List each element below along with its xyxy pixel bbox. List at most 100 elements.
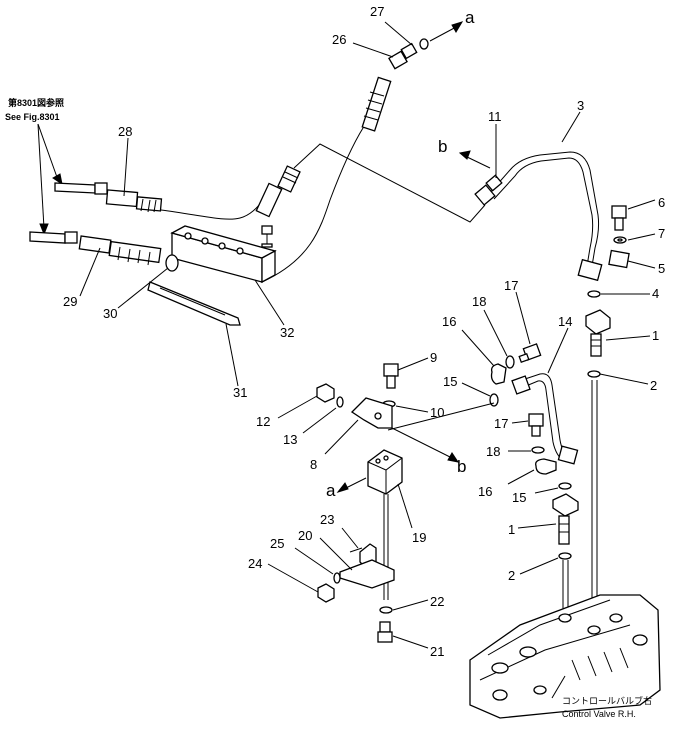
elbow-5 (608, 249, 630, 269)
valve-note-ja: コントロールバルブ右 (562, 695, 652, 706)
callout-16-lower: 16 (478, 484, 492, 499)
callout-22: 22 (430, 594, 444, 609)
leader-valve (551, 675, 566, 699)
callout-1-lower: 1 (508, 522, 515, 537)
callout-7: 7 (658, 226, 665, 241)
hose-end-fitting (255, 165, 301, 218)
leader-5 (627, 260, 656, 269)
callout-15: 15 (443, 374, 457, 389)
elbow-3-lower (577, 258, 603, 282)
leader-12 (277, 395, 318, 419)
callout-17: 17 (504, 278, 518, 293)
leader-10 (395, 405, 429, 413)
leader-6 (627, 199, 656, 210)
washer-25 (333, 572, 341, 584)
bolt-17-lower (528, 413, 544, 437)
plate-31 (147, 281, 241, 326)
leader-17 (515, 291, 531, 345)
reference-leader (37, 123, 59, 181)
arrow-a-icon (451, 21, 464, 33)
washer-22 (379, 606, 393, 614)
block-19 (367, 449, 403, 495)
bracket-32 (165, 225, 277, 284)
leader-22 (392, 599, 429, 611)
leader-14 (547, 327, 569, 374)
callout-5: 5 (658, 261, 665, 276)
washer-13 (336, 396, 344, 408)
elbow-14-upper (511, 375, 531, 395)
callout-6: 6 (658, 195, 665, 210)
leader-24 (267, 563, 319, 593)
clamp-16-lower (535, 458, 557, 475)
o-ring-4 (587, 290, 601, 298)
leader-27 (384, 21, 413, 46)
reference-leader (37, 123, 45, 229)
elbow-26 (388, 42, 418, 70)
connector-label-b: b (438, 137, 447, 156)
callout-30: 30 (103, 306, 117, 321)
valve-note-en: Control Valve R.H. (562, 709, 636, 719)
leader-21 (392, 635, 429, 649)
leader-30 (117, 267, 169, 309)
hose-line (261, 114, 373, 283)
callout-11: 11 (488, 109, 502, 124)
arrow-b-line (464, 155, 491, 169)
fitting-1-lower (552, 493, 579, 545)
o-ring-27 (419, 38, 429, 50)
callout-12: 12 (256, 414, 270, 429)
washer-18-lower (531, 446, 545, 454)
o-ring-2 (587, 370, 601, 378)
bracket-8 (350, 397, 393, 429)
washer-7 (613, 236, 627, 244)
arrow-b2-line (391, 427, 453, 459)
fitting-29 (29, 231, 162, 266)
bolt-17-upper (518, 343, 542, 364)
callout-29: 29 (63, 294, 77, 309)
fitting-28 (54, 182, 163, 213)
callout-4: 4 (652, 286, 659, 301)
arrow-b2-icon (447, 452, 460, 463)
callout-28: 28 (118, 124, 132, 139)
leader-3 (561, 111, 581, 143)
leader-18 (483, 309, 508, 357)
bolt-6 (611, 205, 627, 231)
leader-31 (225, 323, 239, 387)
leader-16 (461, 329, 495, 367)
tube-3 (487, 151, 600, 267)
callout-25: 25 (270, 536, 284, 551)
nut-12 (316, 383, 335, 403)
callout-32: 32 (280, 325, 294, 340)
bolt-small (261, 225, 273, 248)
callout-27: 27 (370, 4, 384, 19)
leader-23 (341, 527, 359, 549)
bolt-21 (377, 621, 393, 643)
callout-21: 21 (430, 644, 444, 659)
control-valve (469, 594, 661, 719)
fitting-1-upper (585, 309, 611, 357)
leader-16-lower (507, 469, 535, 485)
leader-1 (605, 335, 651, 341)
leader-32 (254, 279, 285, 326)
leader-26 (352, 42, 394, 58)
arrow-b-icon (458, 150, 471, 160)
leader-2 (599, 373, 649, 385)
connector-label-b-lower: b (457, 457, 466, 476)
leader-1-lower (517, 523, 557, 529)
leader-29 (79, 247, 101, 297)
nut-24 (317, 583, 335, 603)
leader-25 (294, 547, 334, 575)
leader-2-lower (519, 557, 559, 575)
callout-18-lower: 18 (486, 444, 500, 459)
callout-3: 3 (577, 98, 584, 113)
bracket-20 (339, 559, 395, 589)
clamp-16-upper (490, 363, 507, 385)
callout-20: 20 (298, 528, 312, 543)
leader-17-lower (511, 420, 529, 424)
leader-13 (302, 407, 337, 434)
reference-note-en: See Fig.8301 (5, 112, 60, 122)
callout-23: 23 (320, 512, 334, 527)
leader-20 (319, 537, 353, 571)
arrow-a-line (429, 25, 459, 42)
reference-note-ja: 第8301図参照 (8, 97, 64, 108)
callout-13: 13 (283, 432, 297, 447)
